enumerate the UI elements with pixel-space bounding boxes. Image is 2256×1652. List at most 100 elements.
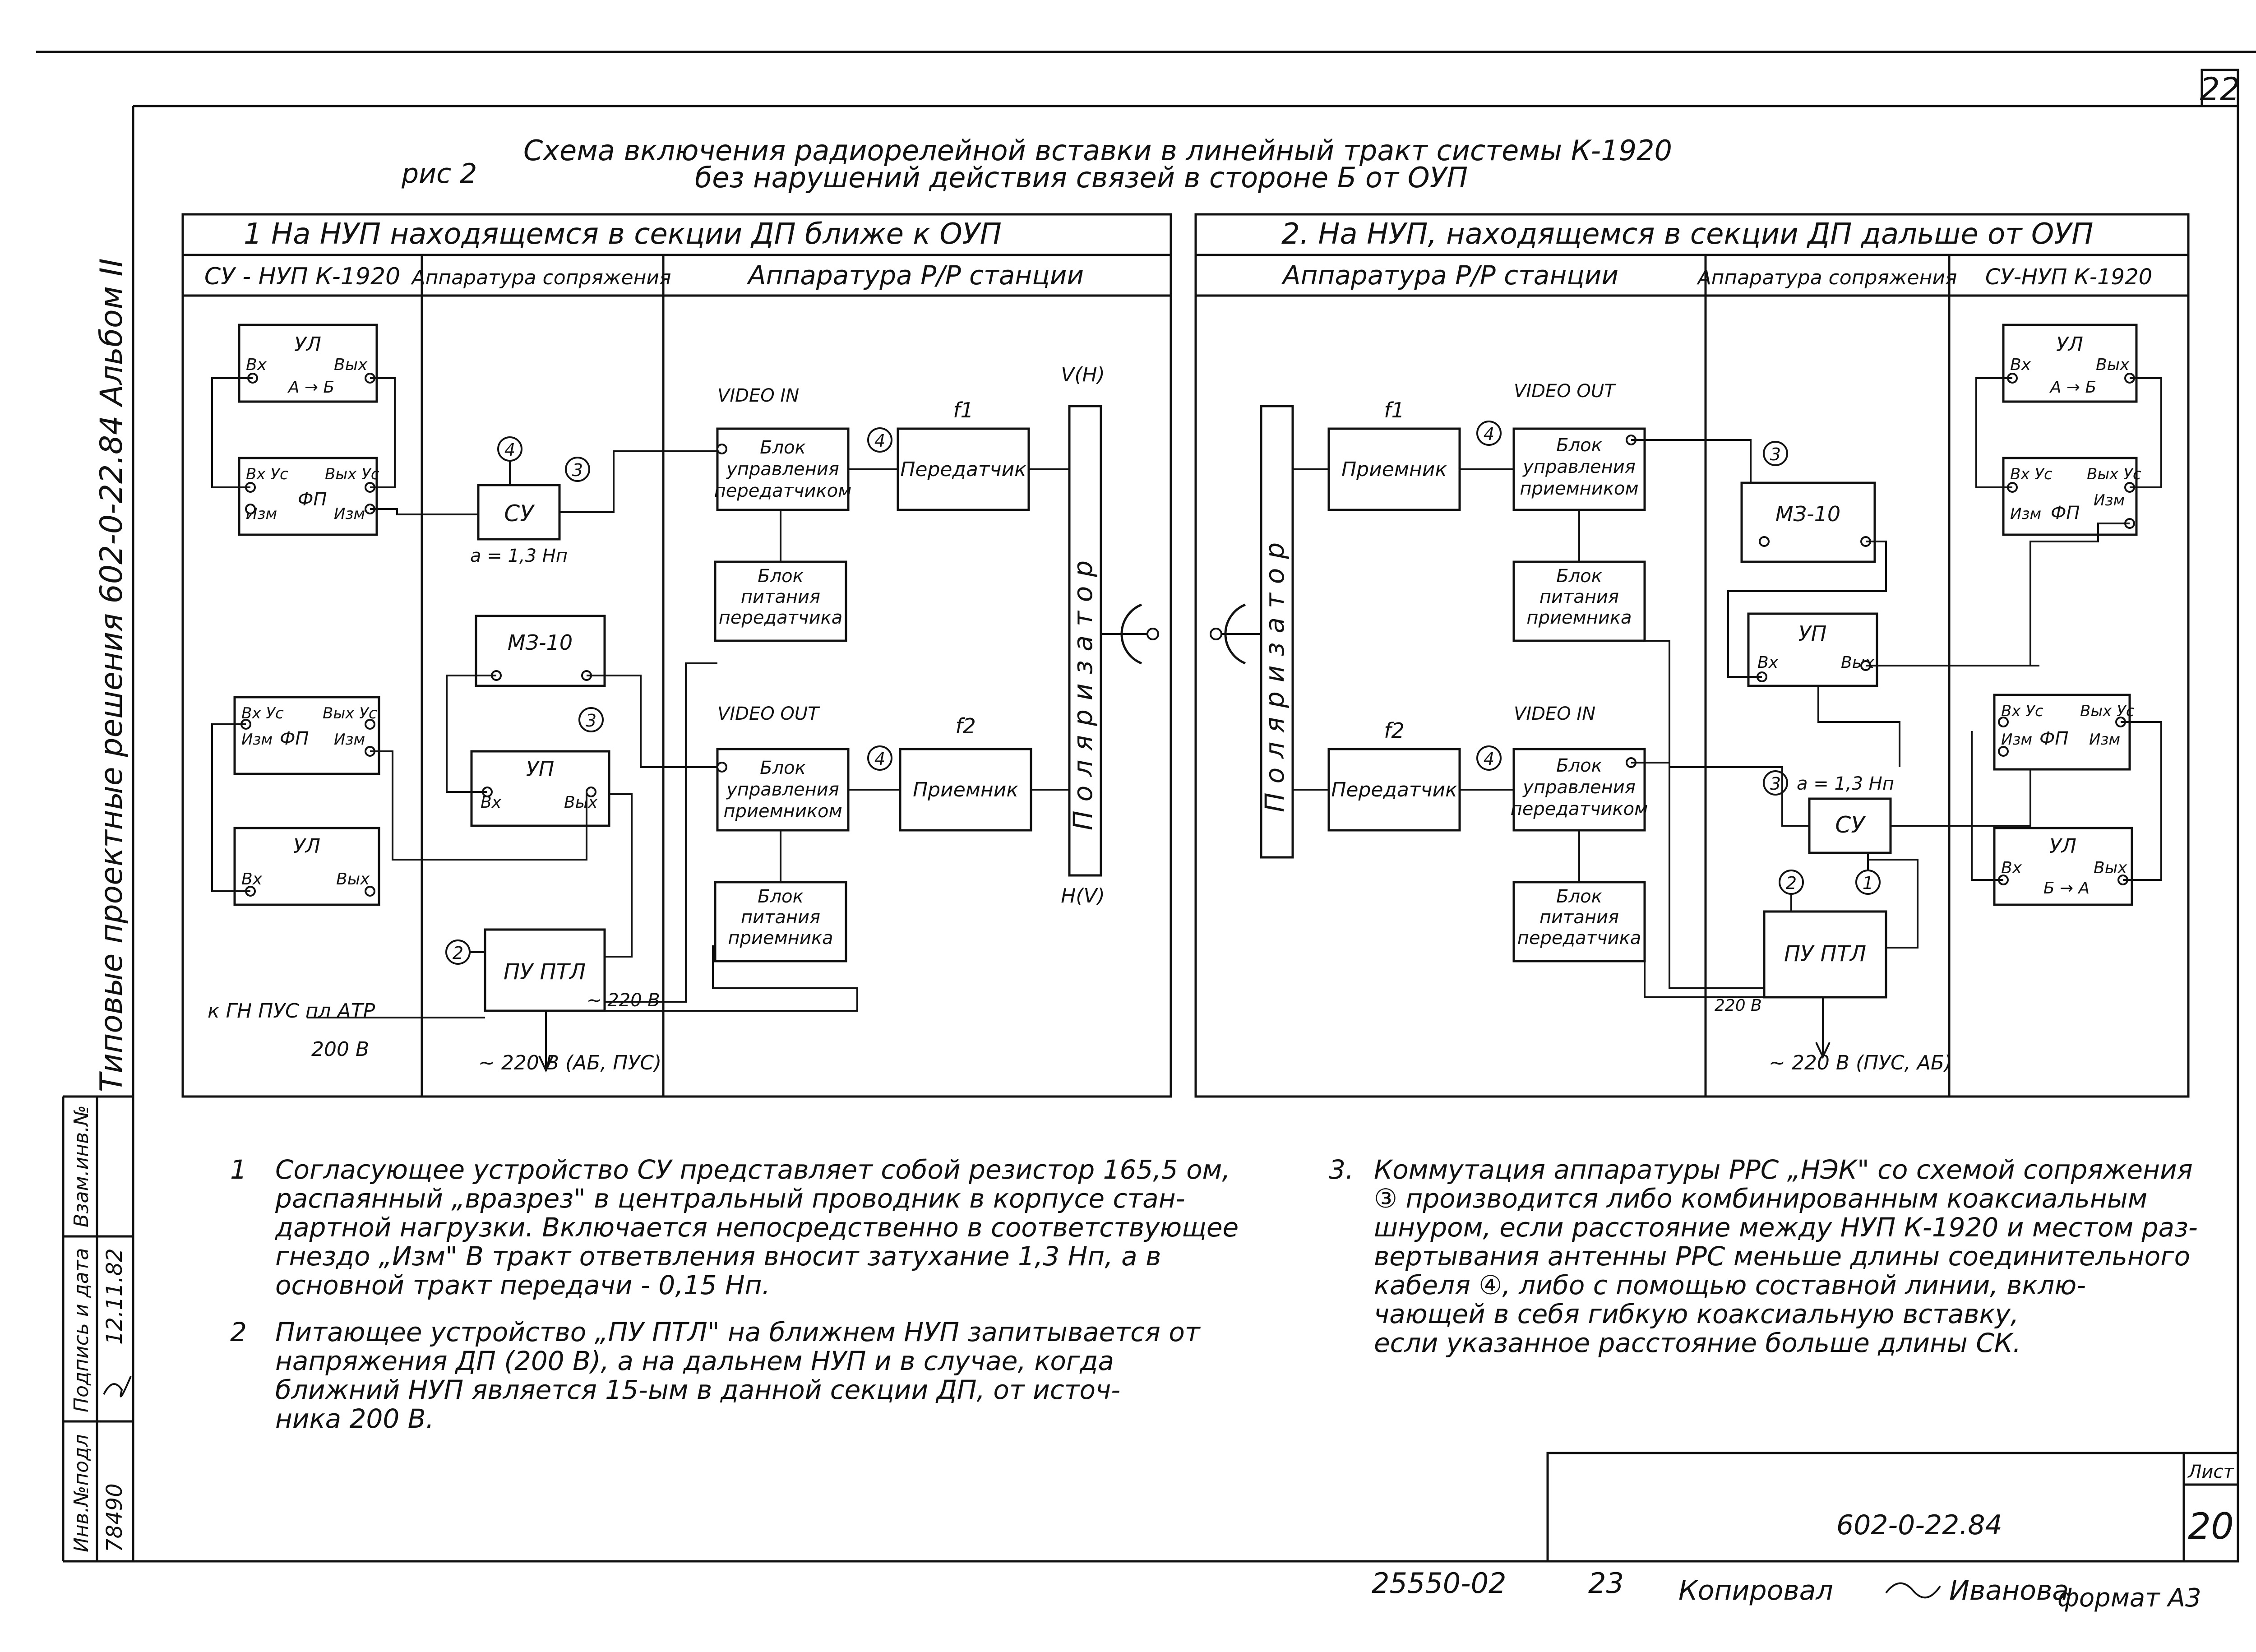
svg-text:2: 2 [1786, 873, 1797, 893]
svg-text:220 В: 220 В [1715, 996, 1762, 1015]
fig-label: рис 2 [401, 158, 477, 190]
note-text: Питающее устройство „ПУ ПТЛ" на ближнем … [275, 1317, 1200, 1434]
right-frame [1194, 213, 2190, 1098]
antenna-icon [1120, 603, 1142, 665]
svg-text:VIDEO OUT: VIDEO OUT [1514, 381, 1617, 402]
right-blk-upr-pr [1512, 427, 1646, 511]
svg-text:УЛ: УЛ [293, 835, 320, 858]
note-1: 1 Согласующее устройство СУ представляет… [230, 1154, 1245, 1300]
left-blk-upr-per [716, 427, 850, 511]
terminal-icon [717, 762, 727, 773]
svg-text:Вых: Вых [334, 356, 368, 374]
marker-icon [1763, 441, 1788, 466]
svg-text:А → Б: А → Б [2049, 378, 2096, 397]
terminal-icon [365, 719, 375, 730]
svg-text:Поляризатор: Поляризатор [1259, 533, 1290, 812]
svg-text:Вых Ус: Вых Ус [2087, 465, 2141, 483]
marker-icon [867, 745, 892, 771]
side-label: Типовые проектные решения 602-0-22.84 Ал… [94, 258, 129, 1092]
svg-text:УЛ: УЛ [2056, 333, 2083, 356]
svg-text:Поляризатор: Поляризатор [1068, 551, 1098, 830]
terminal-icon [1998, 717, 2009, 727]
svg-text:Изм: Изм [2094, 491, 2125, 509]
left-blk-pit-pr [714, 881, 847, 963]
stamp-signature [103, 1376, 132, 1397]
svg-text:Б → А: Б → А [2043, 879, 2090, 898]
svg-text:VIDEO IN: VIDEO IN [717, 385, 799, 406]
svg-text:Передатчик: Передатчик [900, 458, 1026, 481]
sheet-label: Лист [2187, 1462, 2234, 1482]
svg-text:УП: УП [526, 757, 555, 781]
svg-text:Вых: Вых [2094, 859, 2127, 877]
svg-text:3: 3 [586, 711, 596, 731]
svg-text:Вх: Вх [2001, 859, 2022, 877]
svg-text:1: 1 [1863, 873, 1873, 893]
corner-number-box [2201, 69, 2239, 107]
svg-text:Вх: Вх [2010, 356, 2031, 374]
stamp-label-sign: Подпись и дата [70, 1248, 93, 1412]
svg-text:200 В: 200 В [311, 1038, 369, 1061]
svg-text:УЛ: УЛ [2049, 835, 2076, 858]
svg-text:H(V): H(V) [1061, 884, 1105, 907]
svg-text:Вх: Вх [241, 870, 263, 888]
right-col1: Аппаратура Р/Р станции [1281, 260, 1618, 291]
svg-text:Изм: Изм [2089, 731, 2120, 749]
svg-text:Вых Ус: Вых Ус [325, 465, 379, 483]
svg-text:3: 3 [1770, 444, 1781, 464]
right-fp-top [2002, 457, 2138, 536]
footer-format: формат А3 [2057, 1583, 2201, 1613]
terminal-icon [365, 886, 375, 897]
left-priemnik [899, 748, 1032, 832]
svg-text:Изм: Изм [2001, 731, 2032, 749]
terminal-icon [717, 444, 727, 454]
stamp-inv-number: 78490 [102, 1483, 127, 1552]
svg-text:А → Б: А → Б [287, 378, 334, 397]
svg-text:СУ: СУ [1835, 812, 1866, 838]
note-2: 2 Питающее устройство „ПУ ПТЛ" на ближне… [230, 1317, 1245, 1434]
right-ul-ba [1993, 827, 2133, 906]
left-frame [181, 213, 1172, 1098]
terminal-icon [1210, 628, 1222, 640]
svg-text:Изм: Изм [2010, 505, 2041, 523]
svg-text:4: 4 [1484, 424, 1494, 444]
left-polarizer [1068, 405, 1102, 877]
svg-text:Вх Ус: Вх Ус [2010, 465, 2053, 483]
note-text: Согласующее устройство СУ представляет с… [275, 1154, 1239, 1300]
right-fp-bot [1993, 694, 2131, 771]
svg-text:ФП: ФП [280, 728, 309, 749]
right-blk-pit-pr [1512, 560, 1646, 642]
svg-text:а = 1,3 Нп: а = 1,3 Нп [470, 546, 568, 566]
footer-copy: Копировал [1678, 1575, 1833, 1606]
note-number: 3. [1329, 1154, 1354, 1185]
left-col1: СУ - НУП К-1920 [204, 263, 400, 290]
right-polarizer [1260, 405, 1294, 859]
svg-text:МЗ-10: МЗ-10 [1775, 502, 1840, 526]
svg-text:f2: f2 [1384, 718, 1404, 743]
terminal-icon [245, 504, 256, 514]
svg-text:к ГН ПУС пл АТР: к ГН ПУС пл АТР [208, 1000, 375, 1023]
marker-icon [1476, 421, 1502, 446]
svg-text:УЛ: УЛ [294, 333, 321, 356]
left-ul-ab [238, 324, 378, 403]
right-col3: СУ-НУП К-1920 [1985, 264, 2152, 290]
terminal-icon [1146, 628, 1159, 640]
svg-text:f1: f1 [1384, 398, 1404, 422]
marker-icon [565, 457, 590, 482]
svg-text:Изм: Изм [334, 731, 365, 749]
svg-text:Изм: Изм [241, 731, 273, 749]
svg-text:Вых: Вых [336, 870, 370, 888]
terminal-icon [586, 787, 596, 797]
svg-text:f1: f1 [953, 398, 973, 422]
left-col3: Аппаратура Р/Р станции [746, 260, 1084, 291]
svg-text:Вх: Вх [1757, 653, 1779, 672]
svg-text:3: 3 [1770, 774, 1781, 794]
left-ul-bot [233, 827, 380, 906]
svg-text:а = 1,3 Нп: а = 1,3 Нп [1797, 773, 1894, 794]
footer-name: Иванова [1949, 1575, 2069, 1606]
corner-number: 22 [2200, 71, 2240, 108]
svg-text:ПУ ПТЛ: ПУ ПТЛ [1784, 941, 1866, 967]
svg-text:V(H): V(H) [1061, 363, 1105, 386]
